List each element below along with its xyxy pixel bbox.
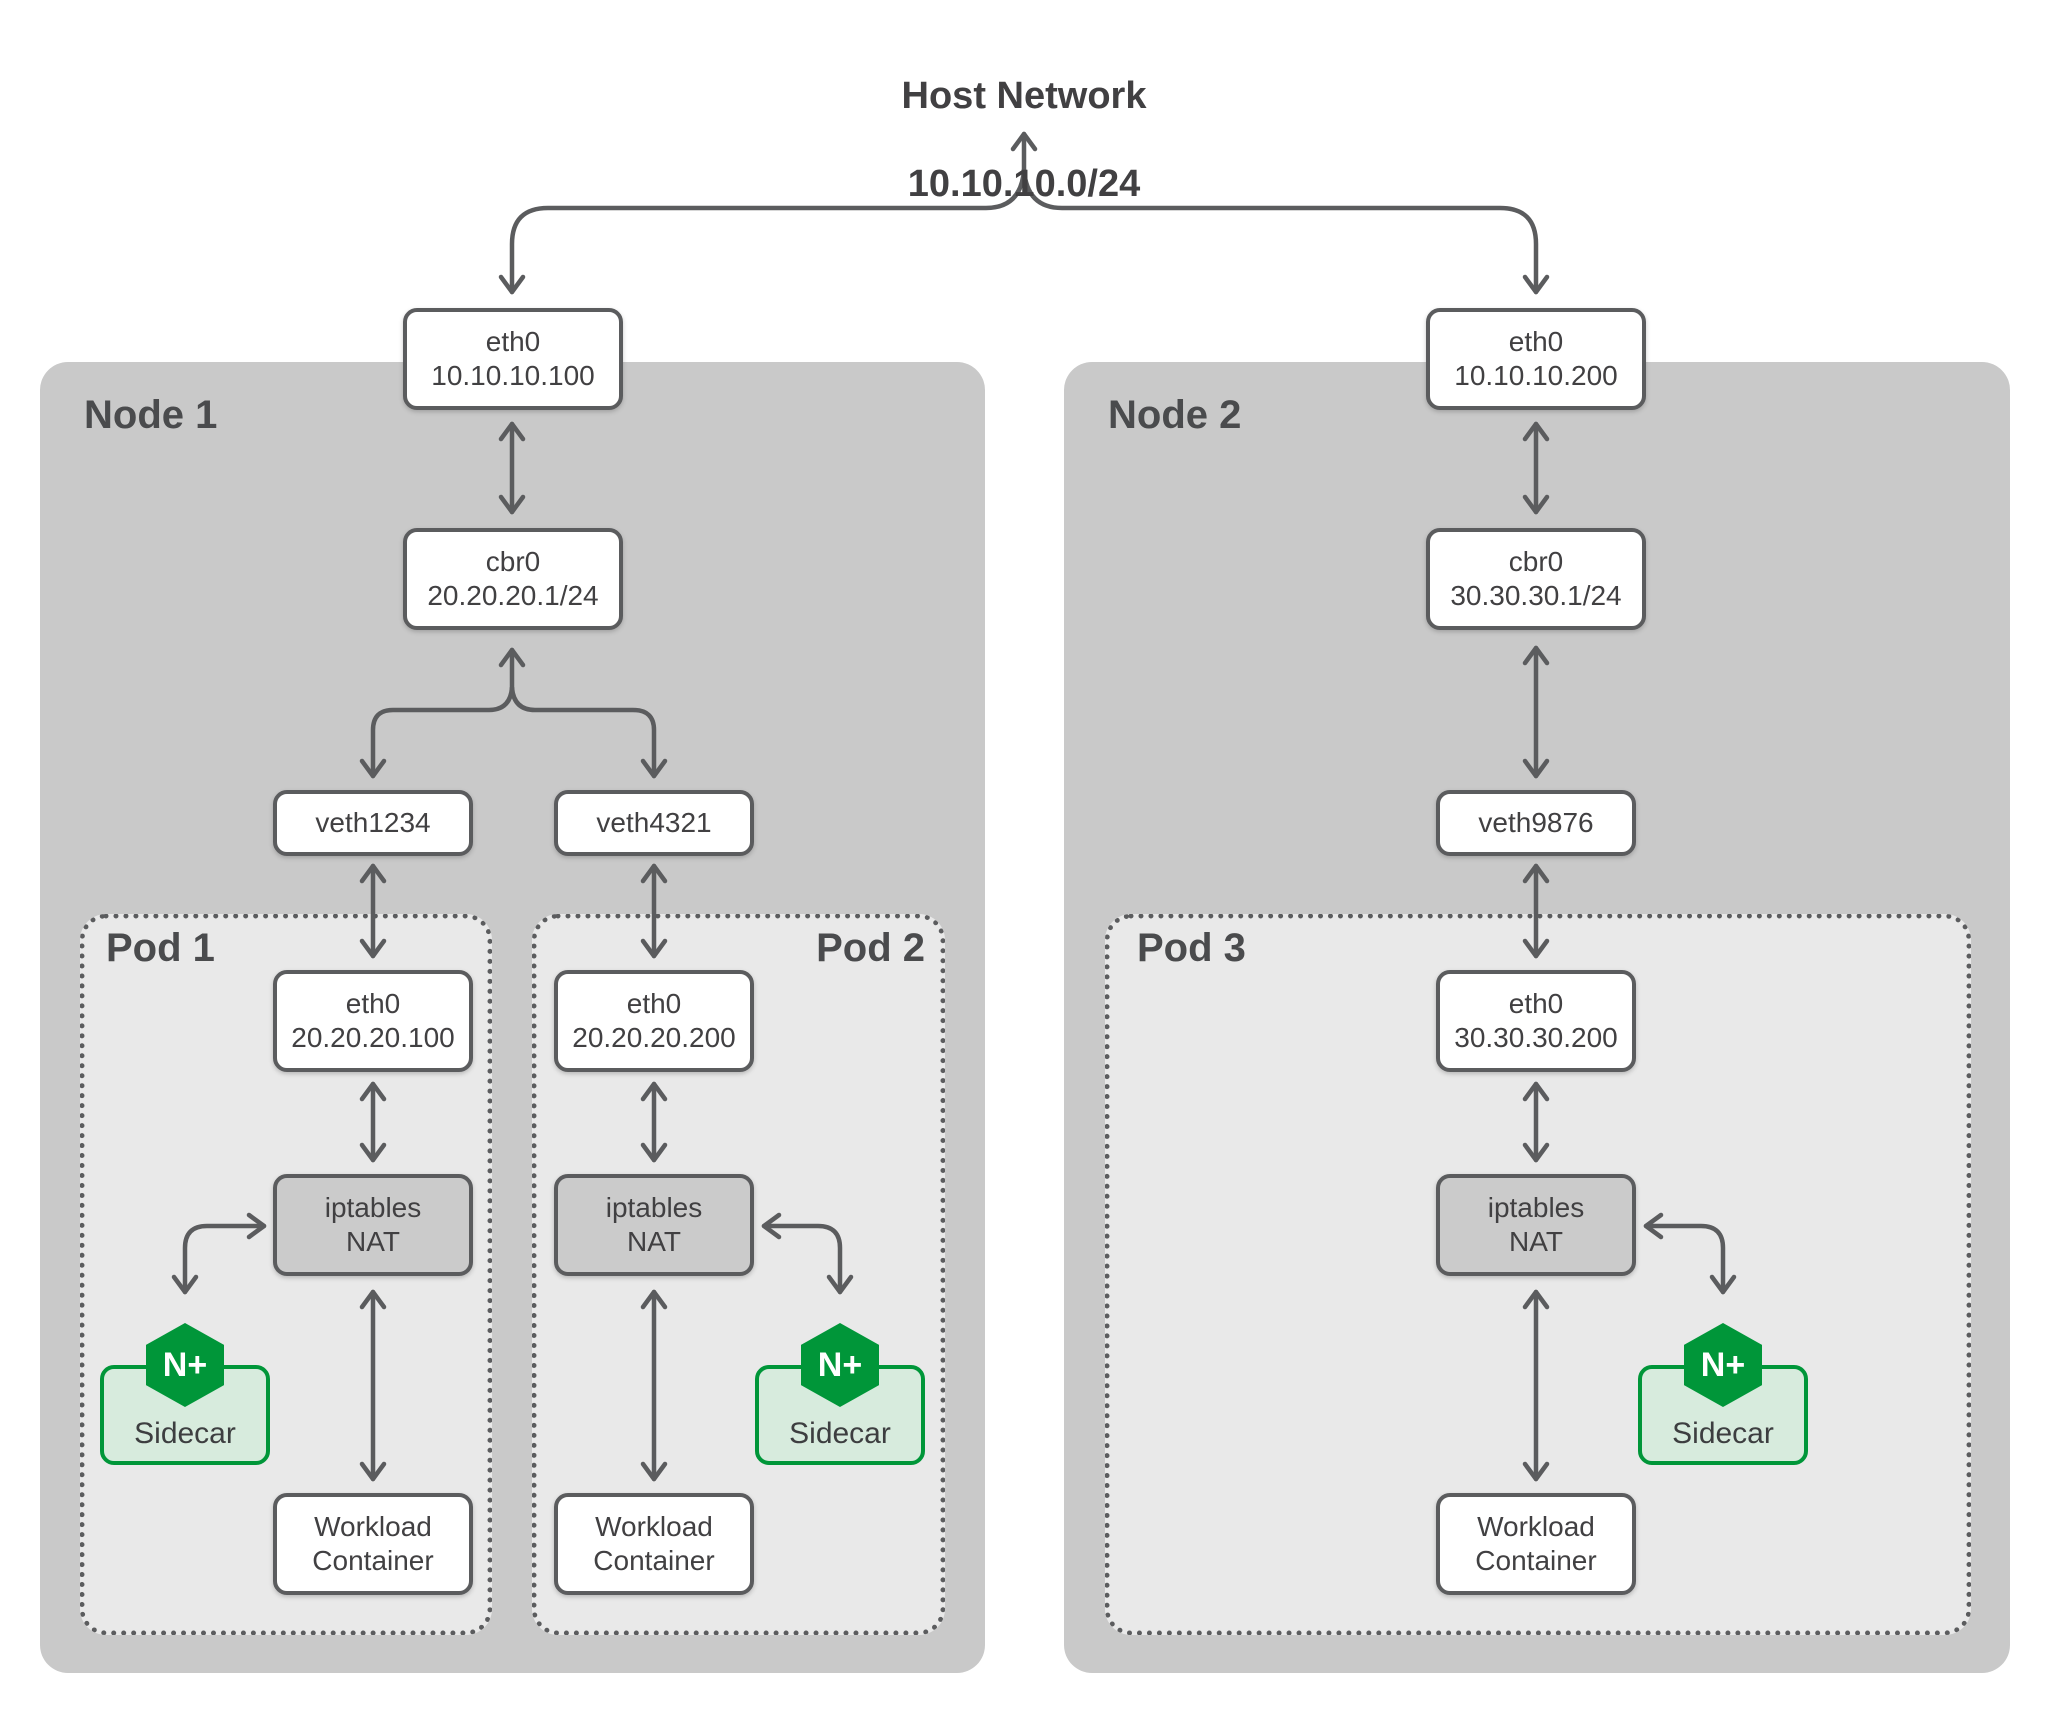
host-network-title: Host Network 10.10.10.0/24 (774, 30, 1274, 250)
node1-eth0-ip: 10.10.10.100 (431, 360, 595, 391)
pod1-nat-line1: iptables (324, 1192, 422, 1223)
pod1-workload-box: Workload Container (273, 1493, 473, 1595)
pod2-nat-sidecar-arrow (761, 1212, 854, 1295)
host-network-cidr: 10.10.10.0/24 (907, 163, 1141, 205)
node2-cbr0-ip: 30.30.30.1/24 (1450, 580, 1622, 611)
pod3-sidecar-label: Sidecar (1672, 1417, 1774, 1450)
pod3-nat-line2: NAT (1509, 1226, 1563, 1257)
node2-eth0-name: eth0 (1508, 326, 1564, 357)
pod2-iptables-nat-box: iptables NAT (554, 1174, 754, 1276)
pod1-workload-line1: Workload (314, 1511, 432, 1542)
pod3-workload-line2: Container (1475, 1545, 1597, 1576)
node2-label: Node 2 (1108, 393, 1242, 437)
pod2-workload-box: Workload Container (554, 1493, 754, 1595)
node1-cbr0-name: cbr0 (485, 546, 541, 577)
nginx-plus-icon-text: N+ (162, 1345, 208, 1384)
pod1-eth0-ip: 20.20.20.100 (291, 1022, 455, 1053)
node2-eth0-box: eth0 10.10.10.200 (1426, 308, 1646, 410)
pod2-label: Pod 2 (816, 926, 925, 970)
veth4321-box: veth4321 (554, 790, 754, 856)
pod3-nat-line1: iptables (1487, 1192, 1585, 1223)
pod3-iptables-nat-box: iptables NAT (1436, 1174, 1636, 1276)
pod2-workload-line2: Container (593, 1545, 715, 1576)
pod3-eth0-box: eth0 30.30.30.200 (1436, 970, 1636, 1072)
pod3-workload-box: Workload Container (1436, 1493, 1636, 1595)
cbr0-to-veth4321-arrow (509, 685, 668, 779)
node2-eth0-ip: 10.10.10.200 (1454, 360, 1618, 391)
node2-cbr0-name: cbr0 (1508, 546, 1564, 577)
node1-eth0-box: eth0 10.10.10.100 (403, 308, 623, 410)
node1-label: Node 1 (84, 393, 218, 437)
pod3-label: Pod 3 (1137, 926, 1246, 970)
pod2-workload-line1: Workload (595, 1511, 713, 1542)
pod3-eth0-name: eth0 (1508, 988, 1564, 1019)
pod3-nat-sidecar-arrow (1643, 1212, 1737, 1295)
pod1-eth0-box: eth0 20.20.20.100 (273, 970, 473, 1072)
node2-cbr0-box: cbr0 30.30.30.1/24 (1426, 528, 1646, 630)
pod3-workload-line1: Workload (1477, 1511, 1595, 1542)
pod2-eth0-ip: 20.20.20.200 (572, 1022, 736, 1053)
pod3-sidecar-box: Sidecar (1638, 1365, 1808, 1465)
cbr0-to-veth1234-arrow (359, 685, 515, 779)
nginx-plus-icon-text: N+ (817, 1345, 863, 1384)
host-network-name: Host Network (901, 75, 1147, 117)
veth9876-box: veth9876 (1436, 790, 1636, 856)
pod1-nat-sidecar-arrow (171, 1212, 267, 1295)
pod2-eth0-name: eth0 (626, 988, 682, 1019)
node1-cbr0-ip: 20.20.20.1/24 (427, 580, 599, 611)
host-to-node2-arrow (1021, 167, 1550, 295)
pod2-sidecar-label: Sidecar (789, 1417, 891, 1450)
pod1-label: Pod 1 (106, 926, 215, 970)
pod1-nat-line2: NAT (346, 1226, 400, 1257)
pod3-eth0-ip: 30.30.30.200 (1454, 1022, 1618, 1053)
host-to-node1-arrow (498, 167, 1027, 295)
pod1-iptables-nat-box: iptables NAT (273, 1174, 473, 1276)
node1-cbr0-box: cbr0 20.20.20.1/24 (403, 528, 623, 630)
pod2-eth0-box: eth0 20.20.20.200 (554, 970, 754, 1072)
veth1234-box: veth1234 (273, 790, 473, 856)
pod1-workload-line2: Container (312, 1545, 434, 1576)
pod2-nat-line1: iptables (605, 1192, 703, 1223)
pod1-eth0-name: eth0 (345, 988, 401, 1019)
nginx-plus-icon-text: N+ (1700, 1345, 1746, 1384)
node1-eth0-name: eth0 (485, 326, 541, 357)
pod2-nat-line2: NAT (627, 1226, 681, 1257)
pod1-sidecar-label: Sidecar (134, 1417, 236, 1450)
